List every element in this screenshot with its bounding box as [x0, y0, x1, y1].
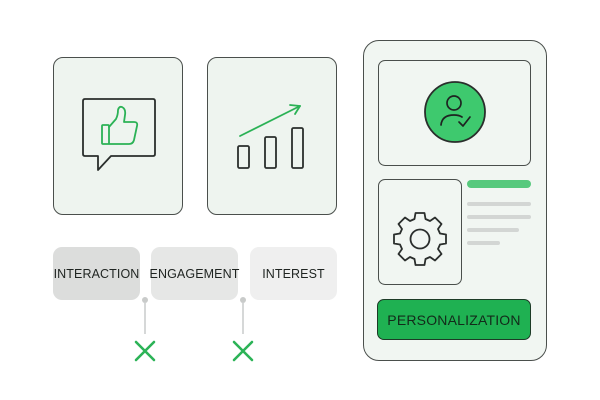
engagement-tag: ENGAGEMENT — [150, 247, 239, 300]
highlight-line — [467, 180, 531, 188]
connector-line-1 — [142, 297, 148, 334]
interaction-card — [53, 57, 183, 215]
x-icon — [232, 340, 254, 362]
engagement-card — [207, 57, 337, 215]
connector-line-2 — [240, 297, 246, 334]
thumbs-up-speech-bubble-icon — [81, 97, 156, 171]
text-line — [467, 241, 500, 245]
personalization-button[interactable]: PERSONALIZATION — [377, 299, 531, 340]
x-icon — [134, 340, 156, 362]
settings-panel — [378, 179, 462, 285]
text-line — [467, 202, 531, 206]
user-check-icon — [423, 80, 486, 143]
interaction-tag: INTERACTION — [53, 247, 140, 300]
growth-bar-chart-icon — [236, 103, 304, 169]
text-line — [467, 215, 531, 219]
text-line — [467, 228, 519, 232]
interest-tag: INTEREST — [250, 247, 337, 300]
profile-panel — [378, 60, 531, 166]
gear-icon — [392, 211, 447, 266]
